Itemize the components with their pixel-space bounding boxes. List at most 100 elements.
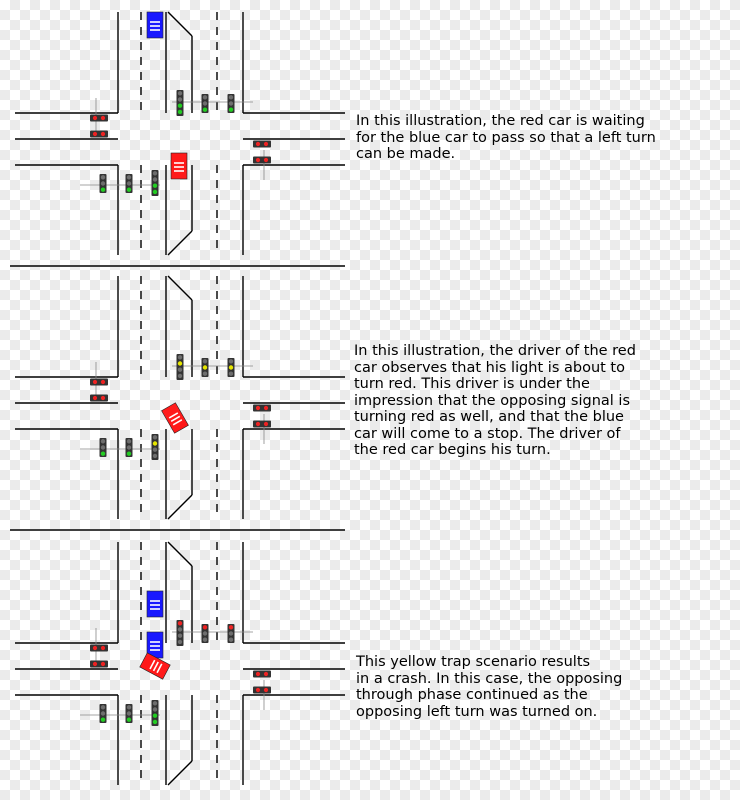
signal-lamp (202, 107, 208, 112)
turn-bay-taper (167, 541, 193, 567)
car-window (170, 415, 181, 423)
signal-lamp (100, 379, 106, 385)
car-body (161, 402, 189, 434)
caption-scenario-crash: This yellow trap scenario results in a c… (356, 654, 623, 720)
signal-lamp (152, 701, 158, 706)
signal-lamp (255, 671, 261, 677)
signal-lamp (100, 187, 106, 192)
signal-lamp (263, 687, 269, 693)
signal-housing (90, 394, 108, 402)
car-window (172, 419, 183, 426)
traffic-signal-icon (125, 438, 133, 457)
signal-lamp (152, 177, 158, 182)
signal-lamp (177, 109, 183, 115)
signal-lamp (202, 631, 208, 636)
car-body (170, 152, 188, 180)
traffic-signal-icon (253, 420, 271, 428)
signal-lamp (177, 91, 183, 96)
scenario-panel-waiting (15, 11, 345, 256)
signal-lamp (152, 447, 158, 452)
signal-lamp (177, 373, 183, 379)
traffic-signal-icon (227, 358, 235, 377)
turn-bay-taper (167, 11, 193, 37)
signal-lamp (152, 453, 158, 459)
car-body (146, 590, 164, 618)
traffic-signal-icon (99, 174, 107, 193)
signal-lamp (202, 365, 208, 370)
red-car (170, 152, 188, 180)
signal-lamp (100, 181, 106, 186)
signal-lamp (100, 705, 106, 710)
traffic-signal-icon (99, 438, 107, 457)
signal-lamp (126, 445, 132, 450)
car-body (139, 652, 171, 680)
signal-lamp (92, 379, 98, 385)
signal-lamp (177, 361, 183, 366)
signal-lamp (177, 627, 183, 632)
traffic-signal-icon (125, 704, 133, 723)
traffic-signal-icon (253, 156, 271, 164)
traffic-signal-icon (201, 94, 209, 113)
scenario-panel-yellow (15, 275, 345, 618)
signal-lamp (152, 189, 158, 195)
signal-lamp (100, 395, 106, 401)
signal-lamp (126, 451, 132, 456)
signal-housing (90, 378, 108, 386)
signal-lamp (152, 183, 158, 188)
caption-scenario-waiting: In this illustration, the red car is wai… (356, 113, 656, 162)
traffic-signal-icon (201, 624, 209, 643)
signal-lamp (263, 421, 269, 427)
traffic-signal-icon (176, 354, 184, 380)
signal-lamp (100, 717, 106, 722)
traffic-signal-icon (176, 90, 184, 116)
signal-lamp (263, 671, 269, 677)
signal-lamp (202, 359, 208, 364)
signal-lamp (92, 131, 98, 137)
blue-car (146, 11, 164, 39)
signal-lamp (92, 661, 98, 667)
traffic-signal-icon (176, 620, 184, 646)
traffic-signal-icon (90, 644, 108, 652)
signal-lamp (100, 711, 106, 716)
signal-lamp (255, 421, 261, 427)
traffic-signal-icon (90, 394, 108, 402)
signal-housing (253, 420, 271, 428)
traffic-signal-icon (151, 700, 159, 726)
signal-lamp (126, 181, 132, 186)
turn-bay-taper (167, 230, 193, 256)
signal-lamp (100, 175, 106, 180)
signal-housing (151, 170, 159, 196)
traffic-signal-icon (227, 624, 235, 643)
signal-lamp (255, 141, 261, 147)
signal-lamp (100, 645, 106, 651)
signal-lamp (100, 661, 106, 667)
signal-lamp (152, 441, 158, 446)
signal-lamp (100, 445, 106, 450)
signal-lamp (255, 687, 261, 693)
car-window (168, 412, 179, 419)
blue-car (146, 631, 164, 659)
signal-housing (176, 90, 184, 116)
signal-lamp (177, 97, 183, 102)
traffic-signal-icon (253, 686, 271, 694)
traffic-signal-icon (125, 174, 133, 193)
signal-lamp (177, 103, 183, 108)
traffic-signal-icon (99, 704, 107, 723)
traffic-signal-icon (253, 404, 271, 412)
signal-lamp (92, 645, 98, 651)
signal-lamp (92, 395, 98, 401)
signal-lamp (255, 157, 261, 163)
signal-lamp (177, 633, 183, 638)
signal-lamp (263, 141, 269, 147)
traffic-signal-icon (90, 130, 108, 138)
signal-lamp (177, 355, 183, 360)
traffic-signal-icon (90, 378, 108, 386)
signal-lamp (228, 631, 234, 636)
red-car (161, 402, 189, 434)
car-body (146, 11, 164, 39)
signal-lamp (100, 131, 106, 137)
signal-housing (253, 404, 271, 412)
signal-lamp (228, 359, 234, 364)
traffic-signal-icon (90, 114, 108, 122)
traffic-signal-icon (90, 660, 108, 668)
